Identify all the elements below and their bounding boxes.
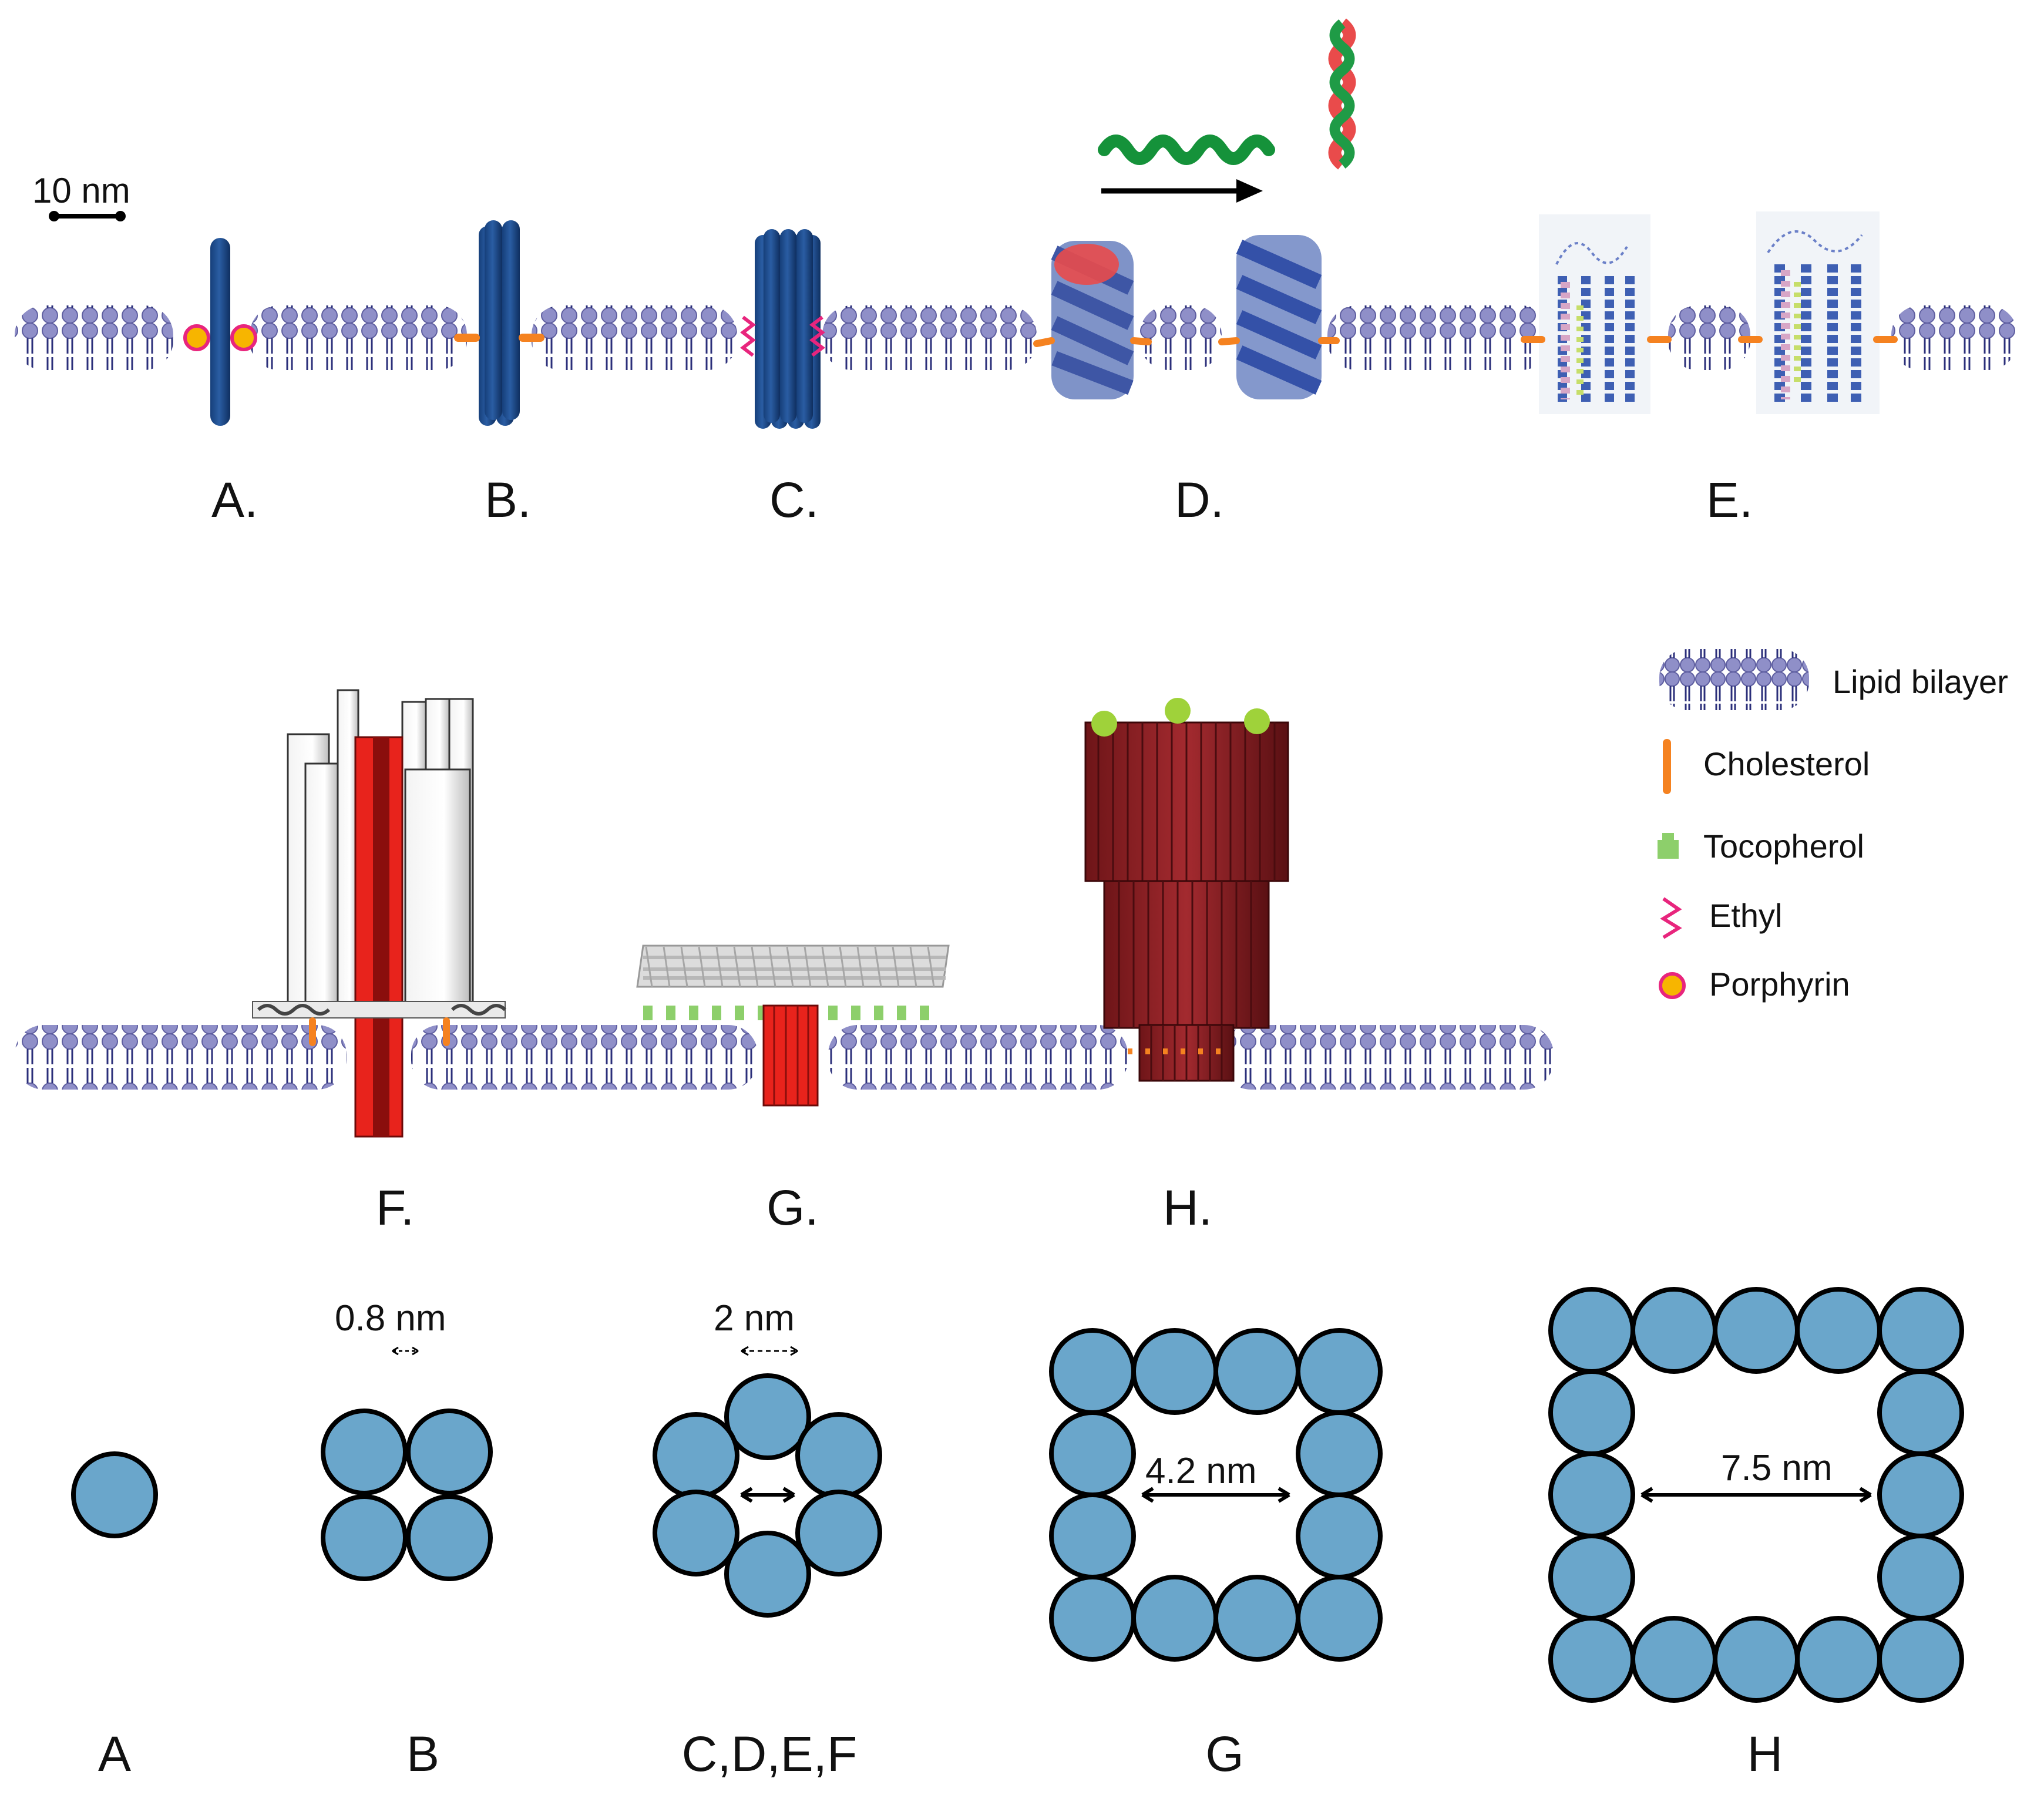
structure-d: [1033, 18, 1356, 399]
legend: Lipid bilayer Cholesterol Tocopherol Eth…: [1658, 649, 2008, 1003]
dimension-label-b: 0.8 nm: [335, 1298, 446, 1339]
structure-g: [636, 944, 950, 1107]
panel-label-c: C.: [769, 472, 819, 527]
cross-sections: [71, 1287, 1964, 1703]
structure-e: [1521, 211, 1898, 414]
lipid-bilayer-segment: [1139, 305, 1222, 370]
marker-dot: [1244, 708, 1270, 734]
green-helix-strand: [1098, 135, 1275, 165]
dna-tile-pore-open: [1236, 235, 1322, 399]
panel-label-d: D.: [1175, 472, 1224, 527]
dna-tile-pore-closed: [1051, 241, 1134, 399]
structure-b: [454, 220, 544, 426]
tocopherol-anchors: [643, 1006, 929, 1020]
top-membrane: [15, 305, 2018, 370]
porphyrin-icon: [183, 324, 210, 351]
lipid-bilayer-segment: [1327, 305, 1551, 370]
lipid-bilayer-segment: [822, 305, 1037, 370]
middle-row-labels: F. G. H.: [376, 1180, 1212, 1235]
lipid-bilayer-segment: [1891, 305, 2018, 370]
cross-section-label-h: H: [1747, 1726, 1783, 1781]
porphyrin-icon: [230, 324, 257, 351]
lipid-bilayer-icon: [1659, 649, 1809, 710]
panel-label-h: H.: [1163, 1180, 1212, 1235]
panel-label-a: A.: [211, 472, 258, 527]
legend-label-lipid: Lipid bilayer: [1833, 663, 2008, 700]
panel-label-g: G.: [766, 1180, 819, 1235]
middle-membrane: [15, 1025, 1554, 1090]
scale-bar: 10 nm: [32, 171, 130, 221]
ethyl-icon: [740, 315, 756, 357]
ethyl-icon: [1660, 897, 1682, 939]
structure-f: [252, 689, 507, 1138]
structure-a: [183, 238, 257, 426]
bottom-row-labels: A B C,D,E,F G H: [98, 1726, 1783, 1781]
dimension-label-g: 4.2 nm: [1145, 1451, 1257, 1491]
dimension-annotations: 0.8 nm 2 nm 4.2 nm 7.5 nm: [335, 1298, 1872, 1503]
panel-label-b: B.: [485, 472, 531, 527]
panel-label-e: E.: [1706, 472, 1753, 527]
dimension-label-c: 2 nm: [714, 1298, 795, 1339]
tocopherol-icon: [1658, 833, 1679, 859]
lipid-bilayer-segment: [250, 305, 467, 370]
cross-section-label-cdef: C,D,E,F: [682, 1726, 858, 1781]
marker-dot: [1091, 711, 1117, 737]
porphyrin-icon: [1659, 972, 1686, 999]
legend-label-tocopherol: Tocopherol: [1703, 828, 1864, 865]
helix-cross-section: [71, 1451, 158, 1538]
dna-helix: [210, 238, 230, 426]
cross-section-label-b: B: [406, 1726, 439, 1781]
structure-h: [1084, 698, 1289, 1082]
ethyl-icon: [809, 315, 825, 357]
legend-label-cholesterol: Cholesterol: [1703, 745, 1870, 782]
dimension-label-h: 7.5 nm: [1721, 1448, 1833, 1488]
legend-label-porphyrin: Porphyrin: [1709, 966, 1850, 1003]
red-green-duplex: [1328, 18, 1356, 170]
cross-section-label-a: A: [98, 1726, 131, 1781]
panel-label-f: F.: [376, 1180, 414, 1235]
cross-section-label-g: G: [1205, 1726, 1243, 1781]
lipid-bilayer-segment: [1668, 305, 1750, 370]
structure-c: [740, 229, 825, 429]
scale-bar-label: 10 nm: [32, 171, 130, 210]
top-row-labels: A. B. C. D. E.: [211, 472, 1753, 527]
lipid-bilayer-segment: [532, 305, 737, 370]
lipid-bilayer-segment: [15, 305, 173, 370]
arrow-icon: [1236, 179, 1263, 203]
marker-dot: [1165, 698, 1191, 724]
legend-label-ethyl: Ethyl: [1709, 897, 1783, 934]
